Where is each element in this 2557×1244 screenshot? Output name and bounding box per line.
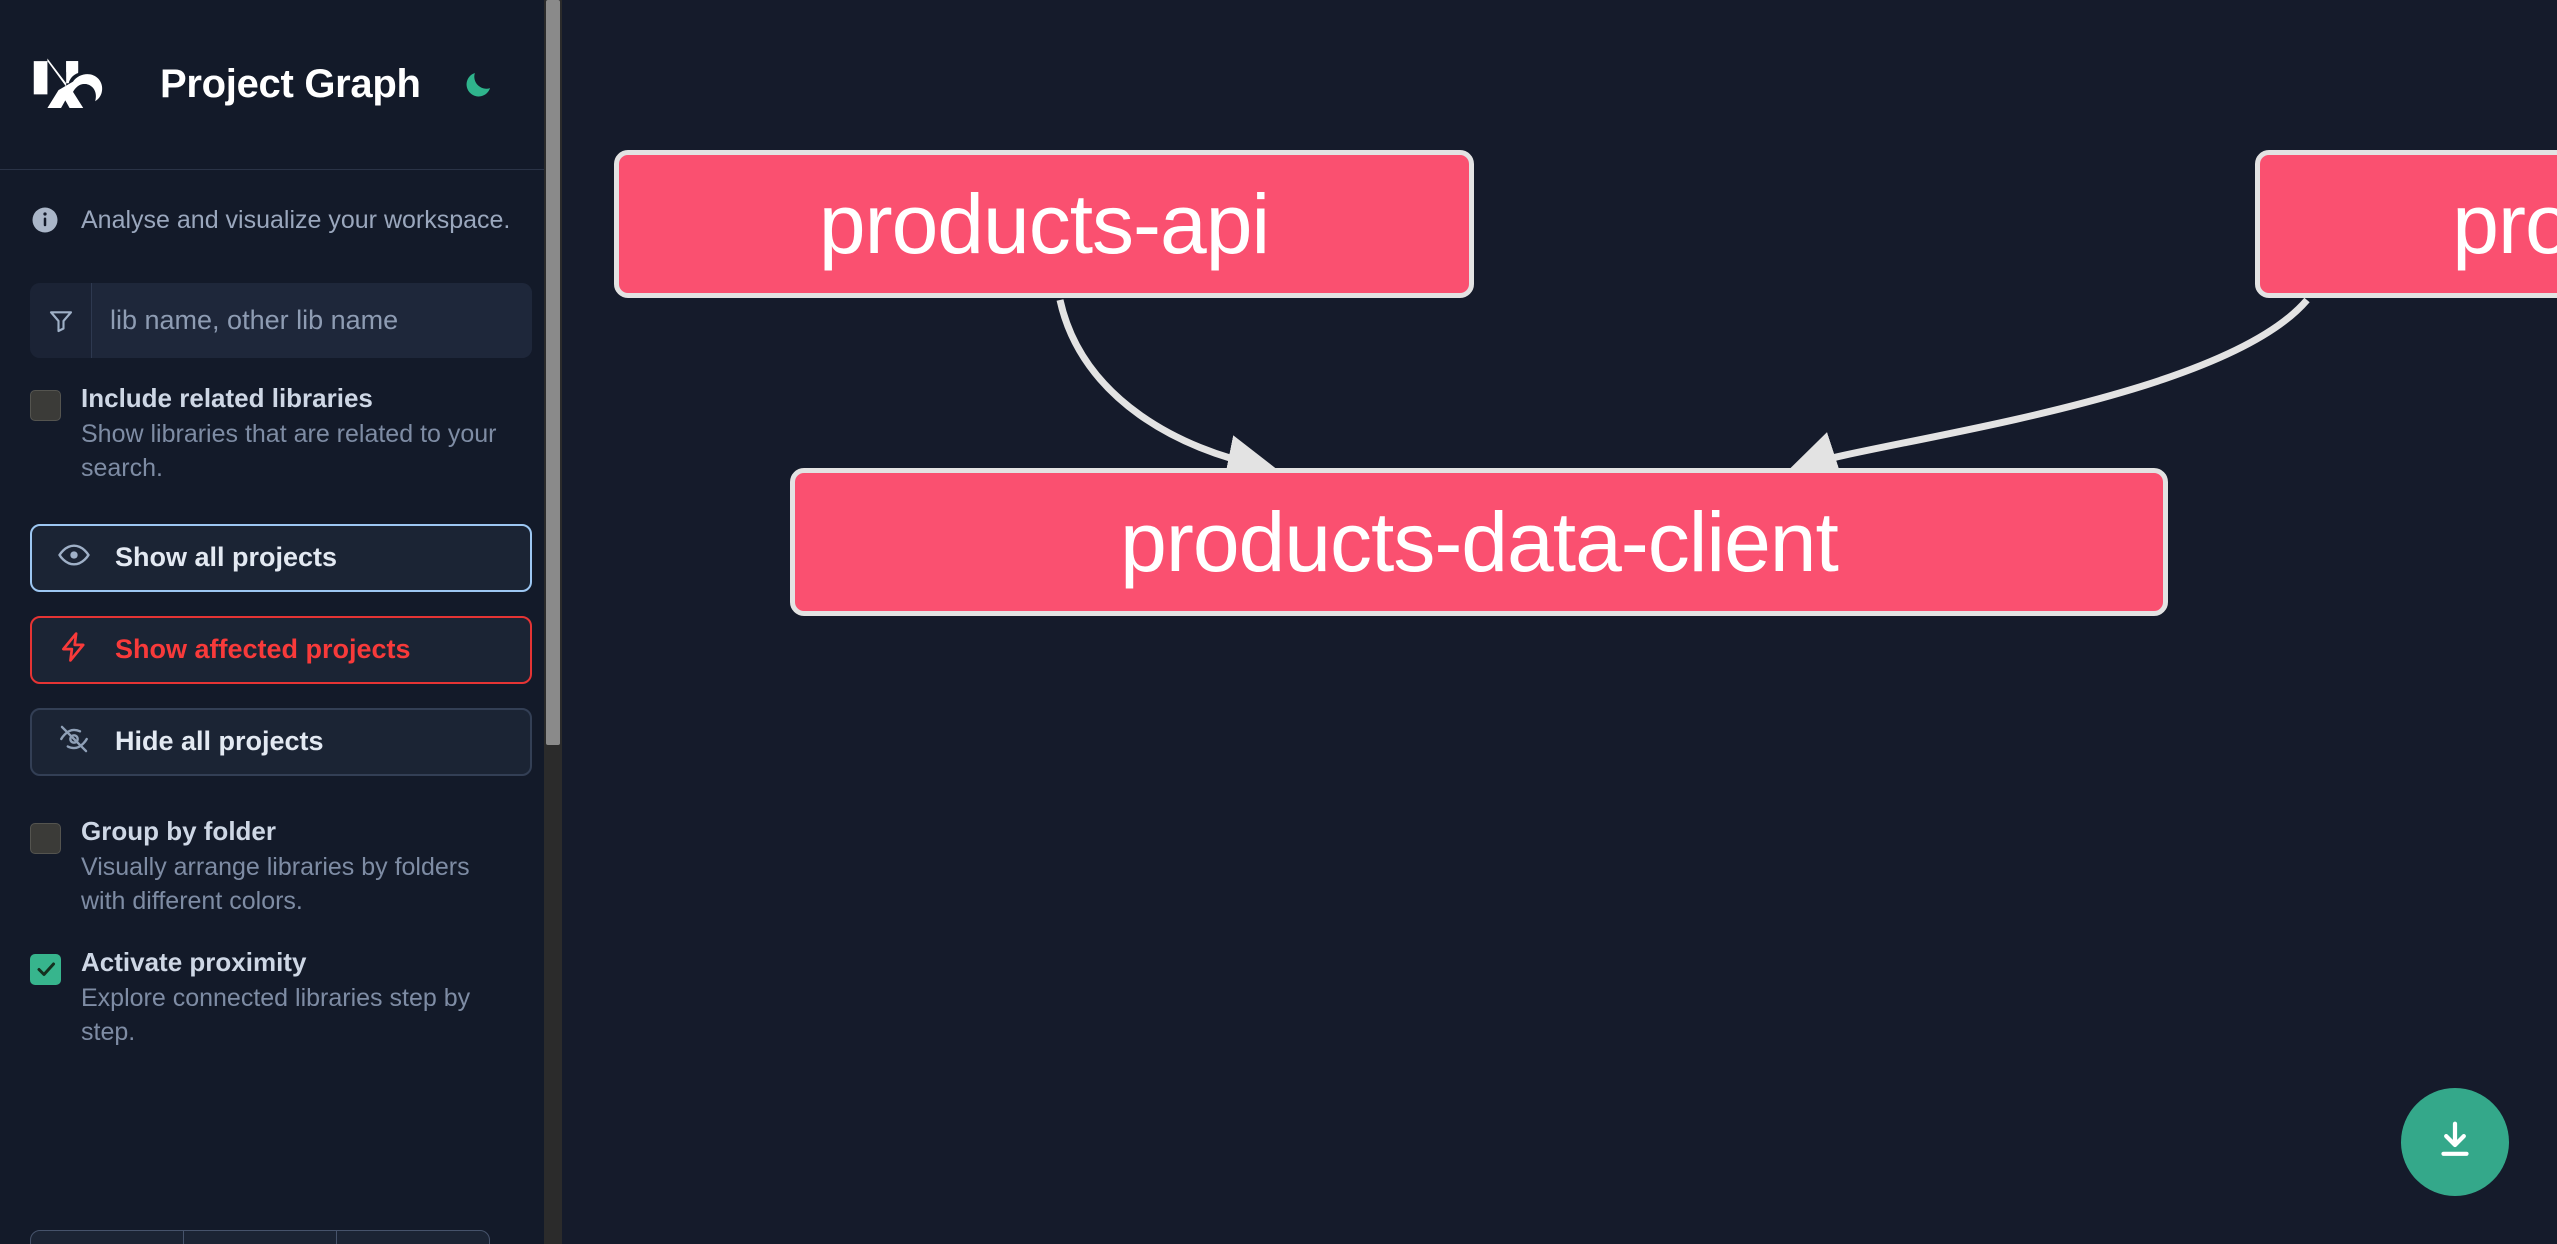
lightning-bolt-icon [57, 630, 91, 669]
workspace-tagline: Analyse and visualize your workspace. [0, 180, 562, 260]
show-all-projects-button[interactable]: Show all projects [30, 523, 532, 592]
sidebar-header: Project Graph [0, 0, 562, 170]
project-visibility-buttons: Show all projects Show affected projects [30, 523, 532, 776]
checkbox-group-by-folder-label: Group by folder [81, 815, 276, 846]
checkbox-activate-proximity[interactable]: Activate proximity Explore connected lib… [0, 946, 562, 1050]
checkbox-group-by-folder-box[interactable] [30, 822, 61, 854]
checkbox-include-related-libraries-box[interactable] [30, 390, 61, 421]
graph-node-products-cli-label: products-cli [2452, 176, 2557, 271]
graph-node-products-cli[interactable]: products-cli [2255, 150, 2557, 298]
info-icon [30, 205, 60, 235]
show-all-projects-label: Show all projects [115, 542, 338, 573]
page-title: Project Graph [160, 62, 421, 106]
checkbox-include-related-libraries-label: Include related libraries [81, 383, 373, 413]
checkbox-activate-proximity-label: Activate proximity [81, 946, 307, 977]
proximity-segment-2[interactable] [184, 1231, 337, 1244]
eye-off-icon [57, 722, 91, 761]
graph-node-products-api[interactable]: products-api [614, 150, 1474, 298]
checkbox-group-by-folder[interactable]: Group by folder Visually arrange librari… [0, 815, 562, 919]
proximity-segment-3[interactable] [337, 1231, 489, 1244]
search-bar[interactable] [30, 283, 532, 358]
proximity-segment-1[interactable] [31, 1231, 184, 1244]
checkbox-include-related-libraries-description: Show libraries that are related to your … [81, 420, 497, 483]
edge-products-cli-to-products-data-client [1788, 297, 2310, 479]
project-graph-canvas[interactable]: products-api products-cli products-data-… [562, 0, 2557, 1244]
checkbox-group-by-folder-description: Visually arrange libraries by folders wi… [81, 853, 470, 915]
moon-icon[interactable] [457, 64, 499, 106]
checkbox-activate-proximity-description: Explore connected libraries step by step… [81, 983, 471, 1046]
graph-node-products-data-client-label: products-data-client [1120, 494, 1839, 589]
graph-edges [1056, 297, 2310, 484]
hide-all-projects-button[interactable]: Hide all projects [30, 707, 532, 776]
graph-node-products-api-label: products-api [818, 176, 1270, 271]
nx-logo-icon [30, 56, 116, 114]
hide-all-projects-label: Hide all projects [115, 726, 324, 757]
filter-funnel-icon[interactable] [30, 283, 92, 358]
show-affected-projects-button[interactable]: Show affected projects [30, 615, 532, 684]
show-affected-projects-label: Show affected projects [115, 634, 411, 665]
edge-products-api-to-products-data-client [1056, 299, 1277, 484]
sidebar-scrollbar-thumb[interactable] [546, 0, 560, 745]
download-icon [2432, 1117, 2478, 1168]
sidebar-scrollbar-track[interactable] [544, 0, 562, 1244]
checkbox-activate-proximity-box[interactable] [30, 953, 61, 985]
checkbox-include-related-libraries[interactable]: Include related libraries Show libraries… [0, 383, 562, 486]
search-input[interactable] [92, 283, 532, 358]
graph-node-products-data-client[interactable]: products-data-client [790, 468, 2168, 616]
tagline-text: Analyse and visualize your workspace. [81, 205, 511, 234]
eye-icon [57, 538, 91, 577]
download-graph-button[interactable] [2401, 1088, 2509, 1196]
proximity-segmented-control[interactable] [30, 1230, 490, 1244]
sidebar: Project Graph Analyse and visualize yo [0, 0, 562, 1244]
